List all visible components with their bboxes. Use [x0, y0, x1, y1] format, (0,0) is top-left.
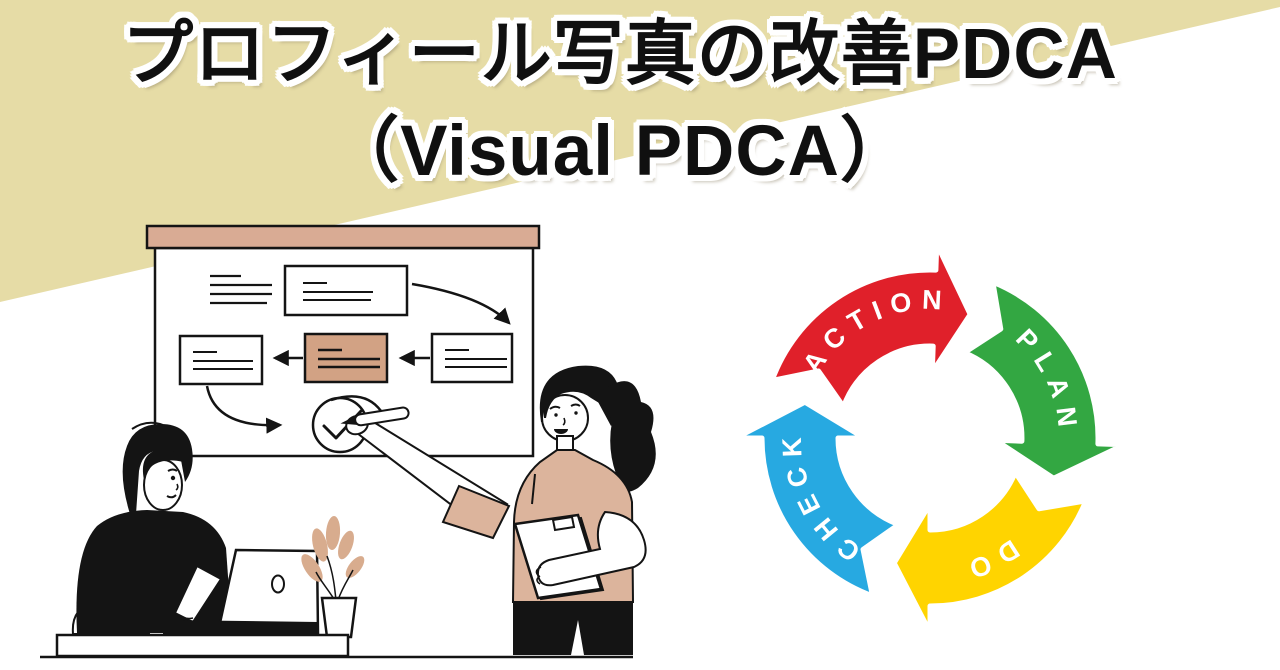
man-face-features — [166, 468, 179, 499]
flowchart — [178, 264, 514, 454]
pdca-arrow-do — [891, 470, 1089, 635]
arrow-top-curved — [411, 282, 511, 325]
man-hair — [122, 424, 193, 514]
seated-man — [71, 421, 232, 635]
title-line-1: プロフィール写真の改善PDCA — [122, 15, 1118, 94]
arrow-bottom-curved — [205, 385, 283, 434]
standing-woman — [340, 365, 656, 655]
pen-tip — [340, 416, 357, 425]
plant-leaves — [301, 516, 365, 613]
laptop-base — [163, 620, 318, 636]
plant-pot — [320, 596, 358, 639]
woman-ponytail — [607, 381, 656, 492]
page-title: プロフィール写真の改善PDCA （Visual PDCA） — [0, 6, 1240, 200]
man-hair-swoosh — [131, 421, 164, 430]
pdca-arrow-action — [769, 241, 973, 409]
pdca-arrow-plan — [962, 279, 1127, 481]
laptop-logo — [271, 574, 285, 594]
desk — [55, 633, 350, 658]
laptop — [163, 548, 320, 636]
potted-plant — [301, 516, 365, 639]
woman-mouth — [554, 429, 568, 434]
whiteboard-top-bar — [145, 224, 541, 250]
woman-pants — [513, 602, 633, 655]
woman-right-hand — [535, 566, 542, 585]
man-hair-fringe — [142, 449, 183, 480]
whiteboard-illustration — [40, 224, 656, 659]
pen — [340, 406, 410, 427]
flowchart-box-top — [283, 264, 409, 317]
woman-face-features — [549, 403, 581, 434]
flowchart-note-lines — [210, 274, 272, 305]
woman-shirt-seam — [531, 473, 536, 505]
pdca-arrow-check — [733, 399, 901, 599]
flowchart-box-left — [178, 334, 264, 386]
title-line-2: （Visual PDCA） — [328, 112, 912, 191]
woman-right-arm — [536, 510, 647, 587]
woman-sleeve — [441, 484, 511, 540]
flowchart-box-center-highlight — [303, 332, 389, 384]
flowchart-box-right — [430, 332, 514, 384]
woman-hair-fringe — [543, 376, 604, 418]
clipboard-clip — [551, 515, 576, 532]
